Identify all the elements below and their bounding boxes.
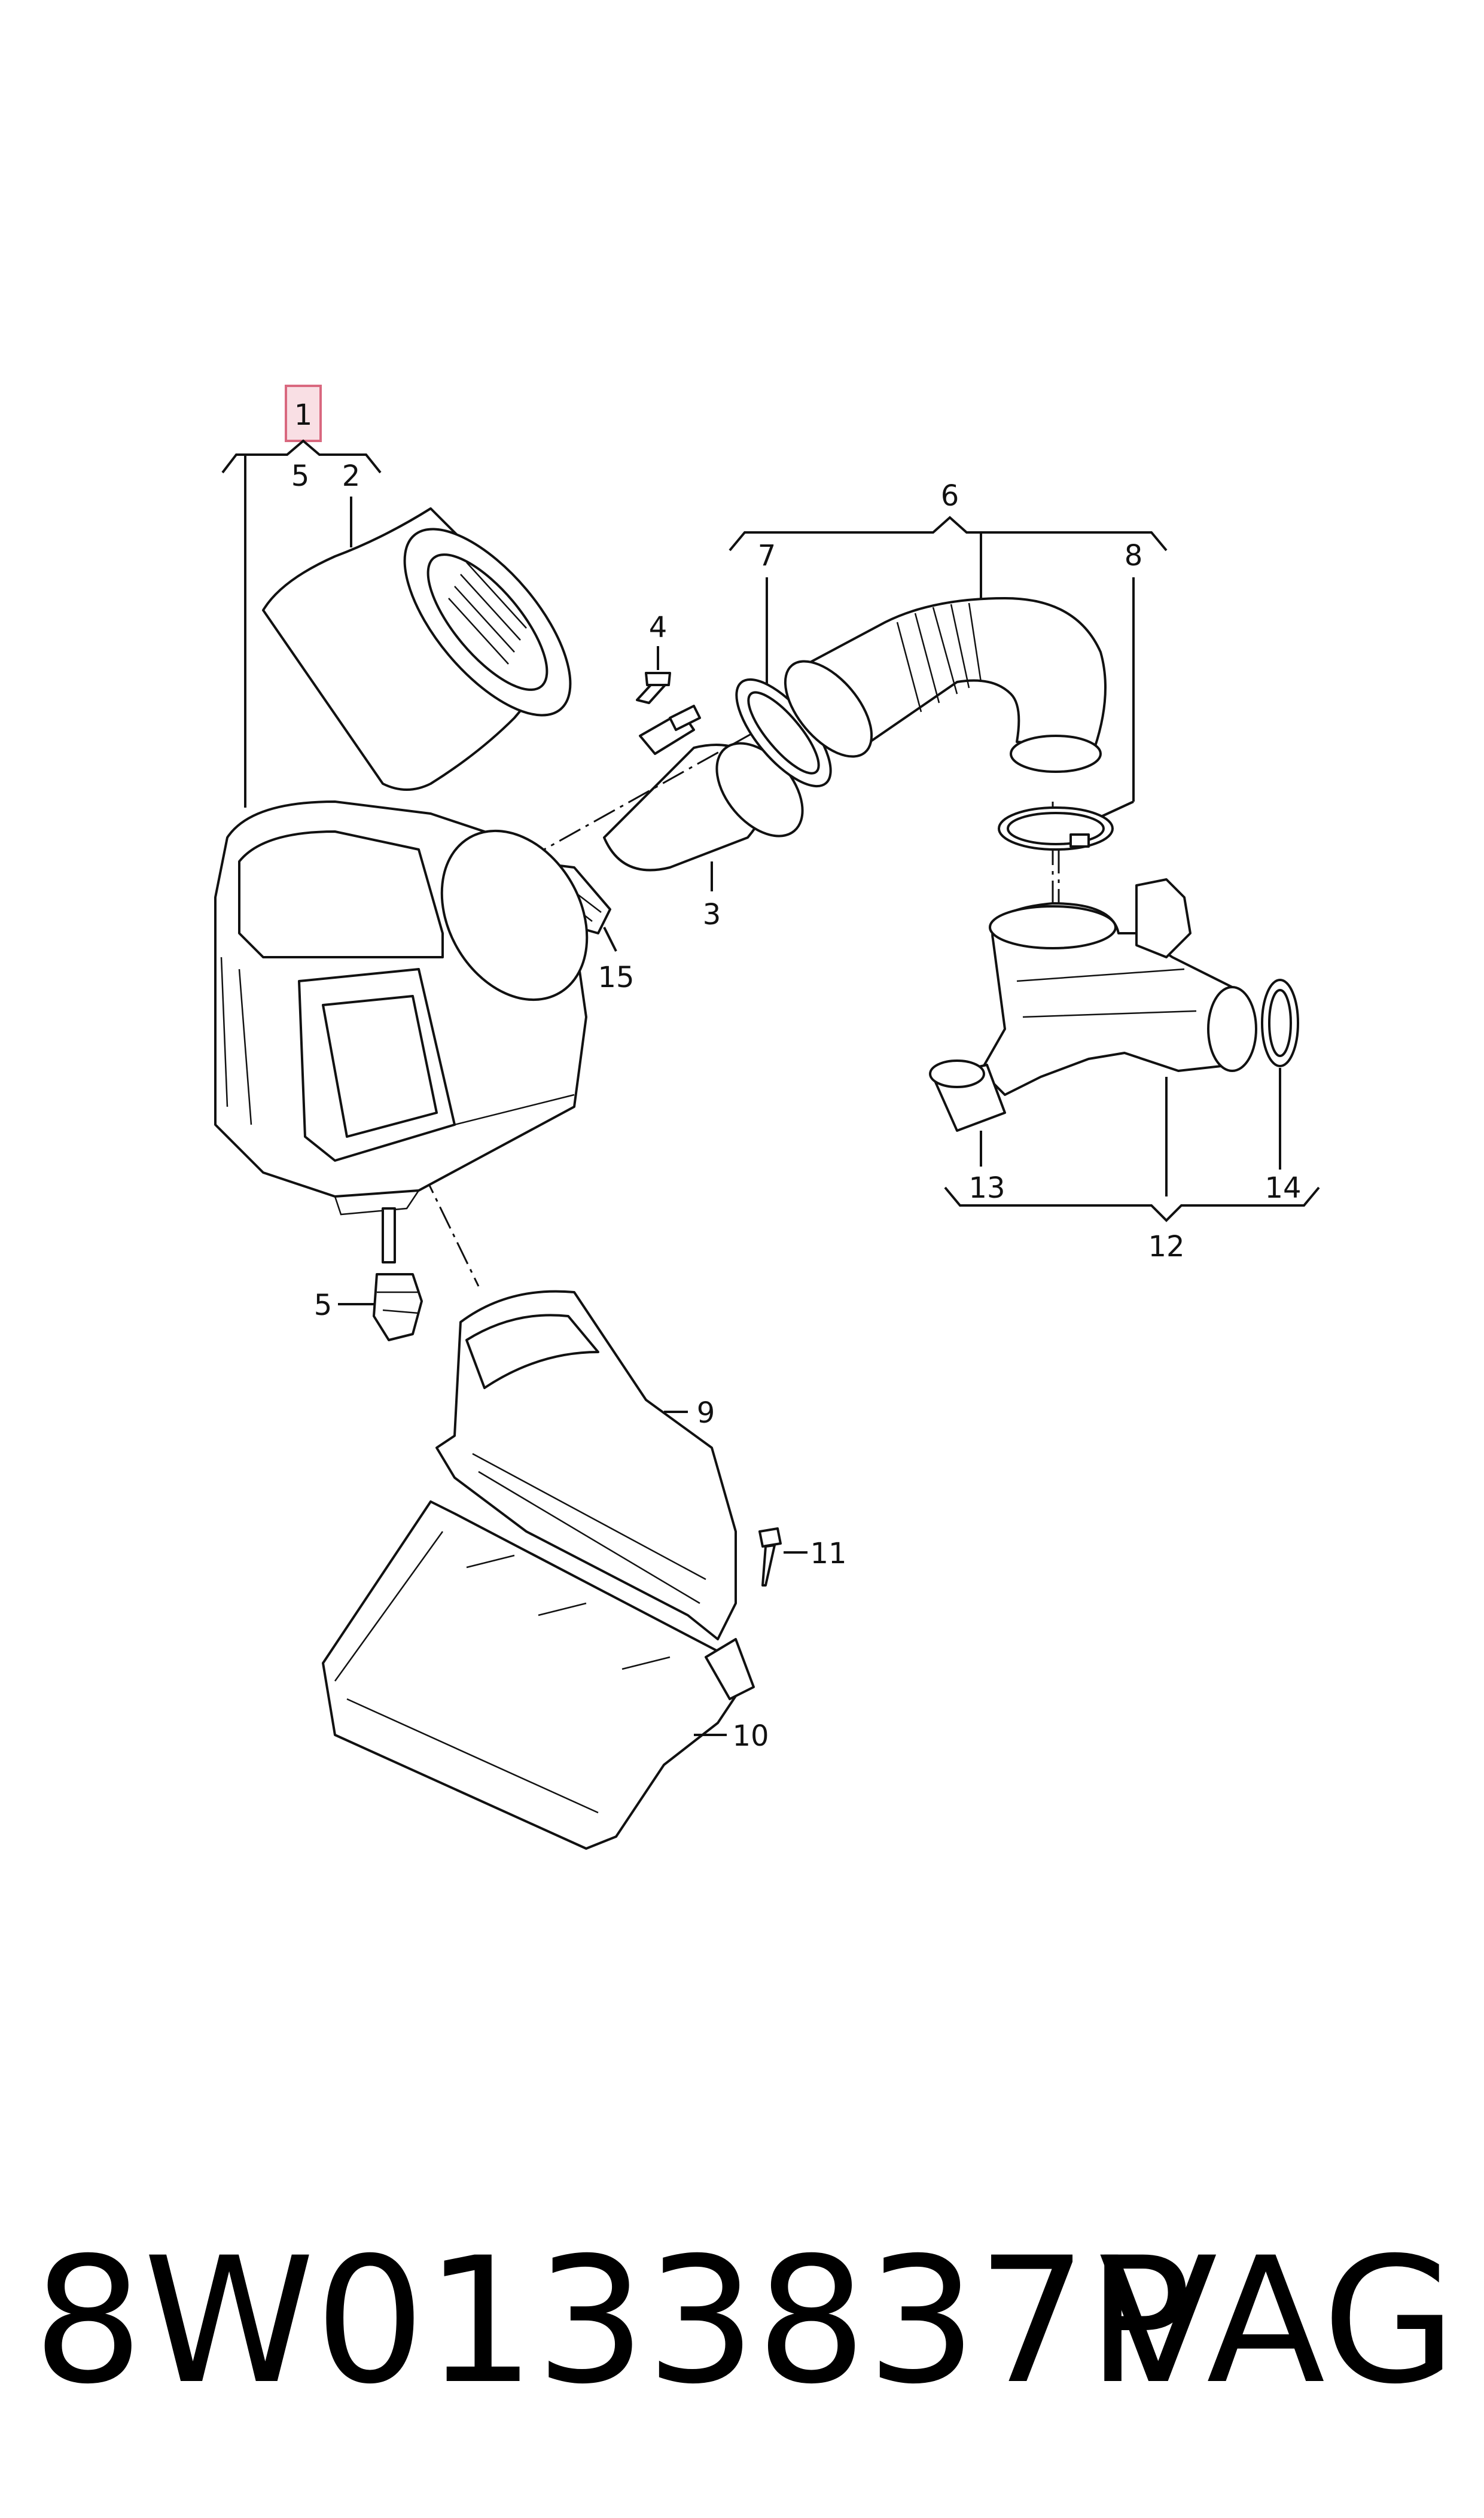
- air-filter-element[interactable]: [262, 503, 599, 791]
- part-number: 8W0133837P: [33, 2221, 1192, 2422]
- leader-15: [603, 927, 617, 952]
- intake-pipe-12[interactable]: [980, 878, 1257, 1096]
- intake-hose-6[interactable]: [769, 597, 1107, 773]
- label-13: 13: [968, 1171, 1005, 1205]
- bracket-6: [729, 516, 1168, 552]
- label-3: 3: [703, 898, 721, 931]
- label-7: 7: [758, 539, 776, 573]
- label-12: 12: [1148, 1230, 1184, 1263]
- label-15: 15: [598, 961, 634, 994]
- label-8: 8: [1125, 539, 1143, 573]
- bracket-12: [944, 1186, 1320, 1222]
- grommet-5[interactable]: [373, 1273, 423, 1341]
- label-5-top: 5: [291, 459, 310, 493]
- label-11: 11: [810, 1537, 846, 1570]
- parts-diagram: 1 5 2 4 3 15: [214, 385, 1320, 1850]
- air-guide-10[interactable]: [322, 1500, 755, 1850]
- air-filter-housing[interactable]: [214, 800, 616, 1216]
- brand-name: VAG: [1099, 2221, 1456, 2422]
- screw-11[interactable]: [758, 1527, 782, 1587]
- label-9: 9: [697, 1396, 715, 1430]
- label-6: 6: [941, 479, 959, 513]
- pipe-stub-13[interactable]: [929, 1059, 1006, 1132]
- footer-banner: 8W0133837P VAG: [33, 2221, 1456, 2422]
- label-5: 5: [314, 1289, 333, 1322]
- bolt-4[interactable]: [636, 672, 671, 704]
- label-2: 2: [342, 459, 361, 493]
- label-14: 14: [1264, 1171, 1301, 1205]
- housing-stud[interactable]: [382, 1207, 396, 1263]
- air-duct-9[interactable]: [435, 1290, 737, 1640]
- bracket-1: [221, 439, 382, 474]
- label-10: 10: [732, 1719, 769, 1753]
- label-1: 1: [294, 398, 313, 432]
- seal-ring-7[interactable]: [721, 665, 846, 800]
- o-ring-14[interactable]: [1261, 979, 1299, 1067]
- hose-clamp-8[interactable]: [998, 806, 1114, 851]
- label-4: 4: [649, 611, 668, 644]
